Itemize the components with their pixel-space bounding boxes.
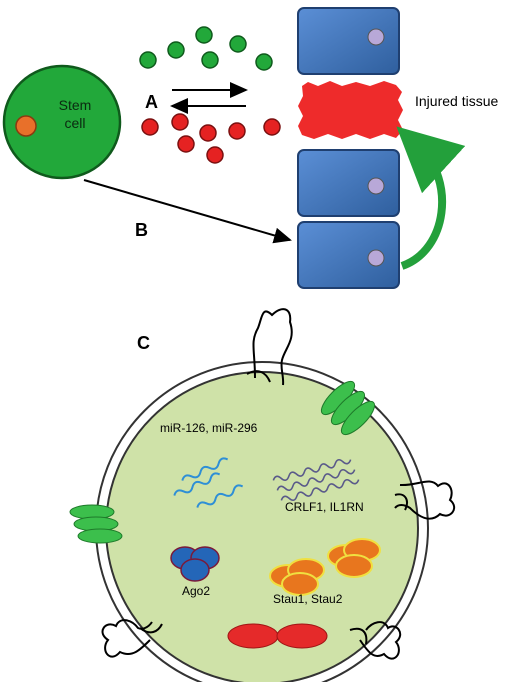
migration-arrow <box>83 179 292 244</box>
red-proteins <box>227 623 328 649</box>
stau-proteins <box>269 538 381 596</box>
stem-cell-label-line2: cell <box>64 115 85 131</box>
injured-tissue-label: Injured tissue <box>415 93 498 109</box>
stem-cell: Stem cell <box>2 64 122 180</box>
mrna-strands <box>272 458 360 502</box>
ago2-protein <box>170 546 220 582</box>
microvesicle <box>95 361 429 682</box>
label-b: B <box>135 220 148 240</box>
tissue-cell-2 <box>297 149 400 217</box>
mrna-label: CRLF1, IL1RN <box>285 500 364 514</box>
stau-label: Stau1, Stau2 <box>273 592 343 606</box>
membrane-protein-top-right <box>320 380 376 436</box>
mirna-label: miR-126, miR-296 <box>160 421 258 435</box>
label-c: C <box>137 333 150 353</box>
red-vesicles <box>141 113 281 164</box>
ago2-label: Ago2 <box>182 584 210 598</box>
membrane-receptors <box>101 308 456 660</box>
membrane-protein-left <box>69 504 123 544</box>
exchange-arrows <box>170 82 248 114</box>
tissue-cell-3 <box>297 221 400 289</box>
repair-arrow <box>396 126 466 270</box>
tissue-cell-1 <box>297 7 400 75</box>
injured-cell <box>298 81 403 139</box>
label-a: A <box>145 92 158 112</box>
stem-cell-label-line1: Stem <box>59 97 92 113</box>
green-vesicles <box>139 26 273 71</box>
mirna-strands <box>173 457 244 508</box>
